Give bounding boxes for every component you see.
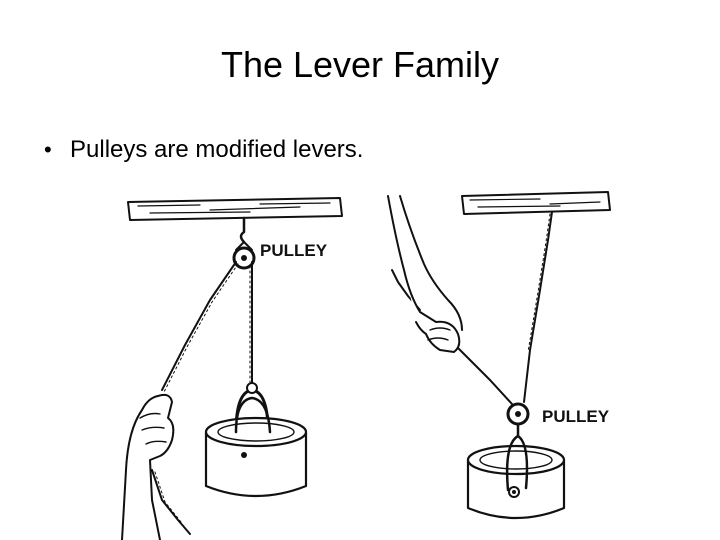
left-pulley-label: PULLEY: [260, 241, 328, 260]
right-ceiling-beam: [461, 191, 611, 215]
left-rope-tail: [151, 469, 191, 535]
bullet-text: Pulleys are modified levers.: [70, 136, 364, 163]
bullet-dot-icon: •: [44, 137, 52, 162]
left-rope-pull: [161, 261, 237, 391]
left-hook: [239, 216, 246, 244]
left-fixed-pulley-setup: PULLEY: [121, 197, 343, 540]
right-rope-anchored: [523, 211, 553, 403]
right-pulley-label: PULLEY: [542, 407, 610, 426]
left-ceiling-beam: [127, 197, 343, 221]
right-movable-pulley-setup: PULLEY: [387, 191, 611, 520]
right-hand: [387, 195, 463, 353]
left-bucket: [204, 396, 308, 498]
slide-title: The Lever Family: [220, 44, 500, 85]
bullet-list: • Pulleys are modified levers.: [44, 136, 363, 164]
right-bucket: [466, 434, 566, 520]
left-hand: [121, 393, 175, 540]
left-pulley-wheel: [232, 241, 256, 270]
bullet-item: • Pulleys are modified levers.: [44, 136, 363, 164]
right-pulley-wheel: [506, 402, 530, 438]
